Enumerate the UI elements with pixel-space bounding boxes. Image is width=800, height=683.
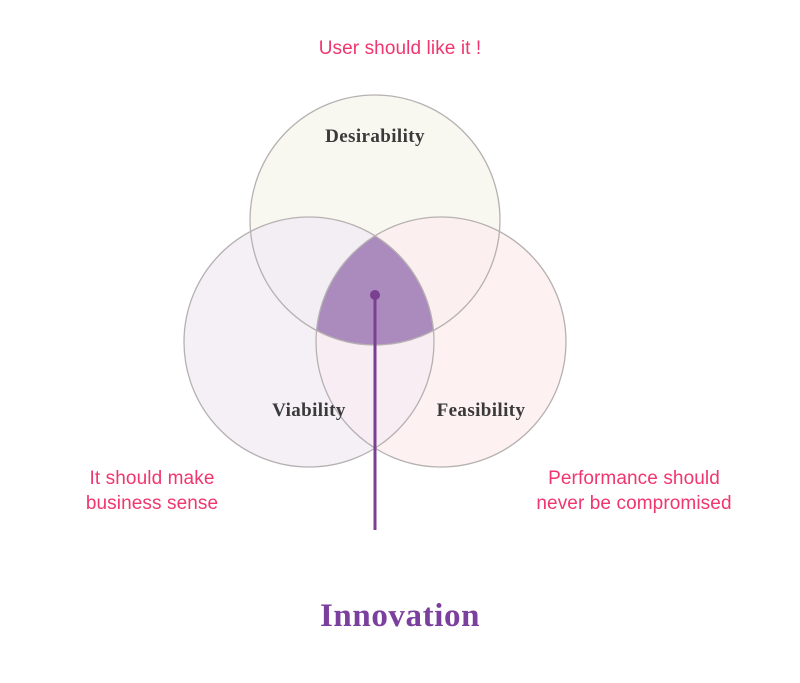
page-title-innovation: Innovation	[319, 598, 481, 634]
label-desirability: Desirability	[325, 126, 425, 147]
label-viability: Viability	[272, 400, 346, 421]
label-feasibility: Feasibility	[436, 400, 526, 421]
caption-feasibility: Performance should never be compromised	[536, 468, 732, 514]
triple-intersection-group	[316, 217, 434, 345]
caption-desirability: User should like it !	[318, 38, 482, 59]
caption-viability: It should make business sense	[85, 468, 219, 514]
circle-feasibility-outline	[315, 216, 567, 468]
innovation-center-marker	[370, 290, 380, 300]
circle-viability-outline	[183, 216, 435, 468]
